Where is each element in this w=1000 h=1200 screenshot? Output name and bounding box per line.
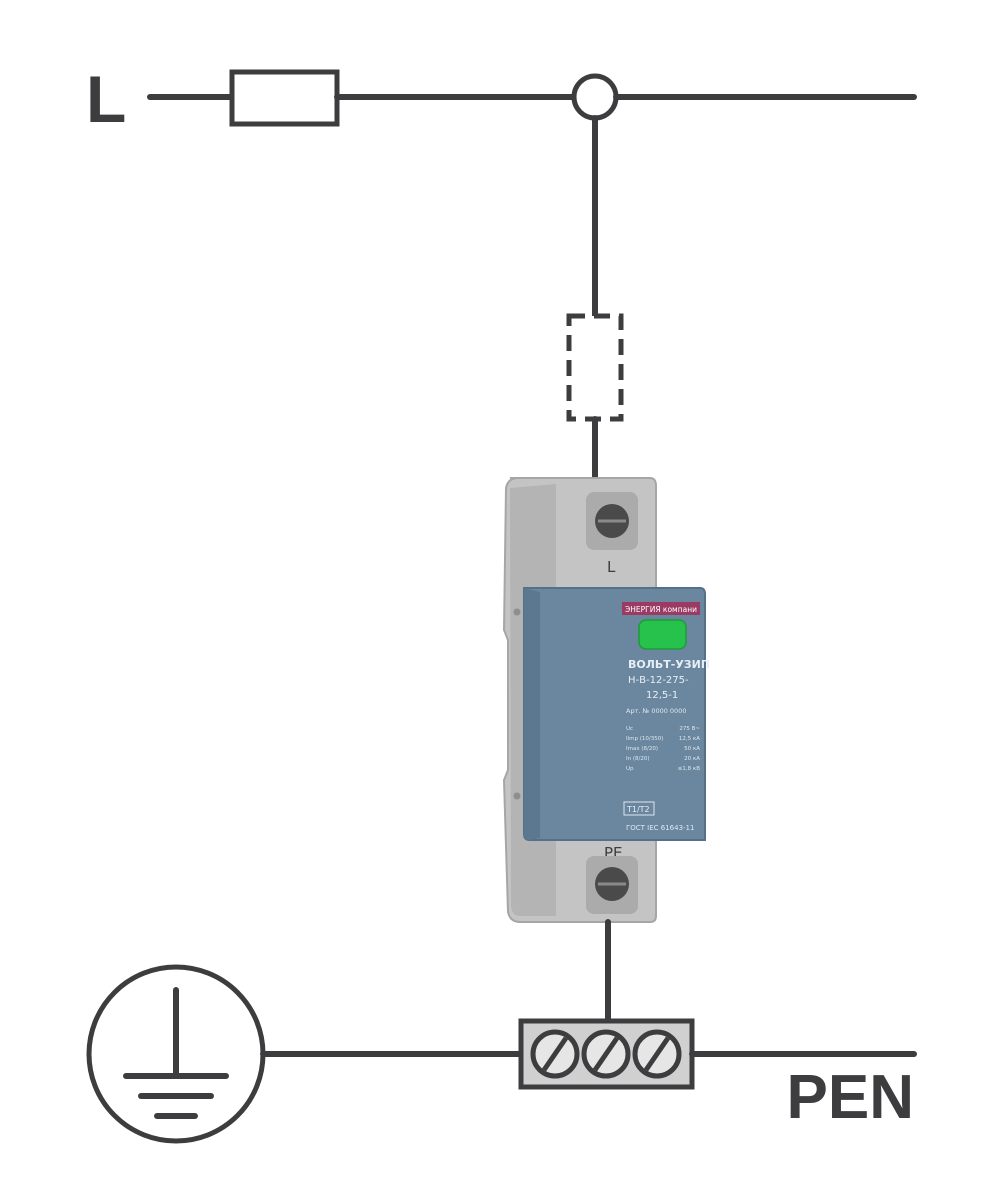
line-label-l: L [86,62,126,136]
class-badge-box [623,801,655,816]
pen-label: PEN [787,1063,914,1132]
spec-param: Iimp (10/350) [626,736,663,742]
model-line-3: 12,5-1 [646,690,678,701]
spec-param: Uc [626,726,633,732]
brand-band [622,602,700,615]
spec-param: In (8/20) [626,756,650,762]
spec-table: Uc 275 В~ Iimp (10/350) 12,5 кА Imax (8/… [626,726,700,772]
model-line-2: Н-В-12-275- [628,675,689,686]
frame-rivet-bottom [513,792,521,800]
block-screw-1-slot [541,1036,569,1072]
terminal-top-label: L [607,558,616,576]
spec-value: 12,5 кА [679,736,700,742]
block-screw-3-slot [643,1036,671,1072]
surge-protective-device: L ЭНЕРГИЯ компани ВОЛЬТ-УЗИП Н-В-12-275-… [502,477,710,923]
spec-value: 50 кА [684,746,700,752]
junction-node [571,73,619,121]
ground-symbol [86,964,266,1144]
class-badge: T1/T2 [626,805,650,814]
block-screw-2-slot [592,1036,620,1072]
frame-rivet-top [513,608,521,616]
status-indicator-window [638,619,687,650]
fuse-main [229,69,340,127]
fuse-optional-dashed [566,313,624,422]
spec-param: Imax (8/20) [626,746,658,752]
terminal-block-screws [530,1029,682,1079]
model-line-1: ВОЛЬТ-УЗИП [628,658,710,671]
brand-text: ЭНЕРГИЯ компани [625,605,697,614]
spec-value: ≤1,8 кВ [678,766,700,772]
article-number: Арт. № 0000 0000 [626,707,686,715]
spec-value: 20 кА [684,756,700,762]
spec-value: 275 В~ [679,726,700,732]
device-module-side [524,588,540,840]
spec-param: Up [626,766,634,772]
standard-text: ГОСТ IEC 61643-11 [626,824,694,832]
